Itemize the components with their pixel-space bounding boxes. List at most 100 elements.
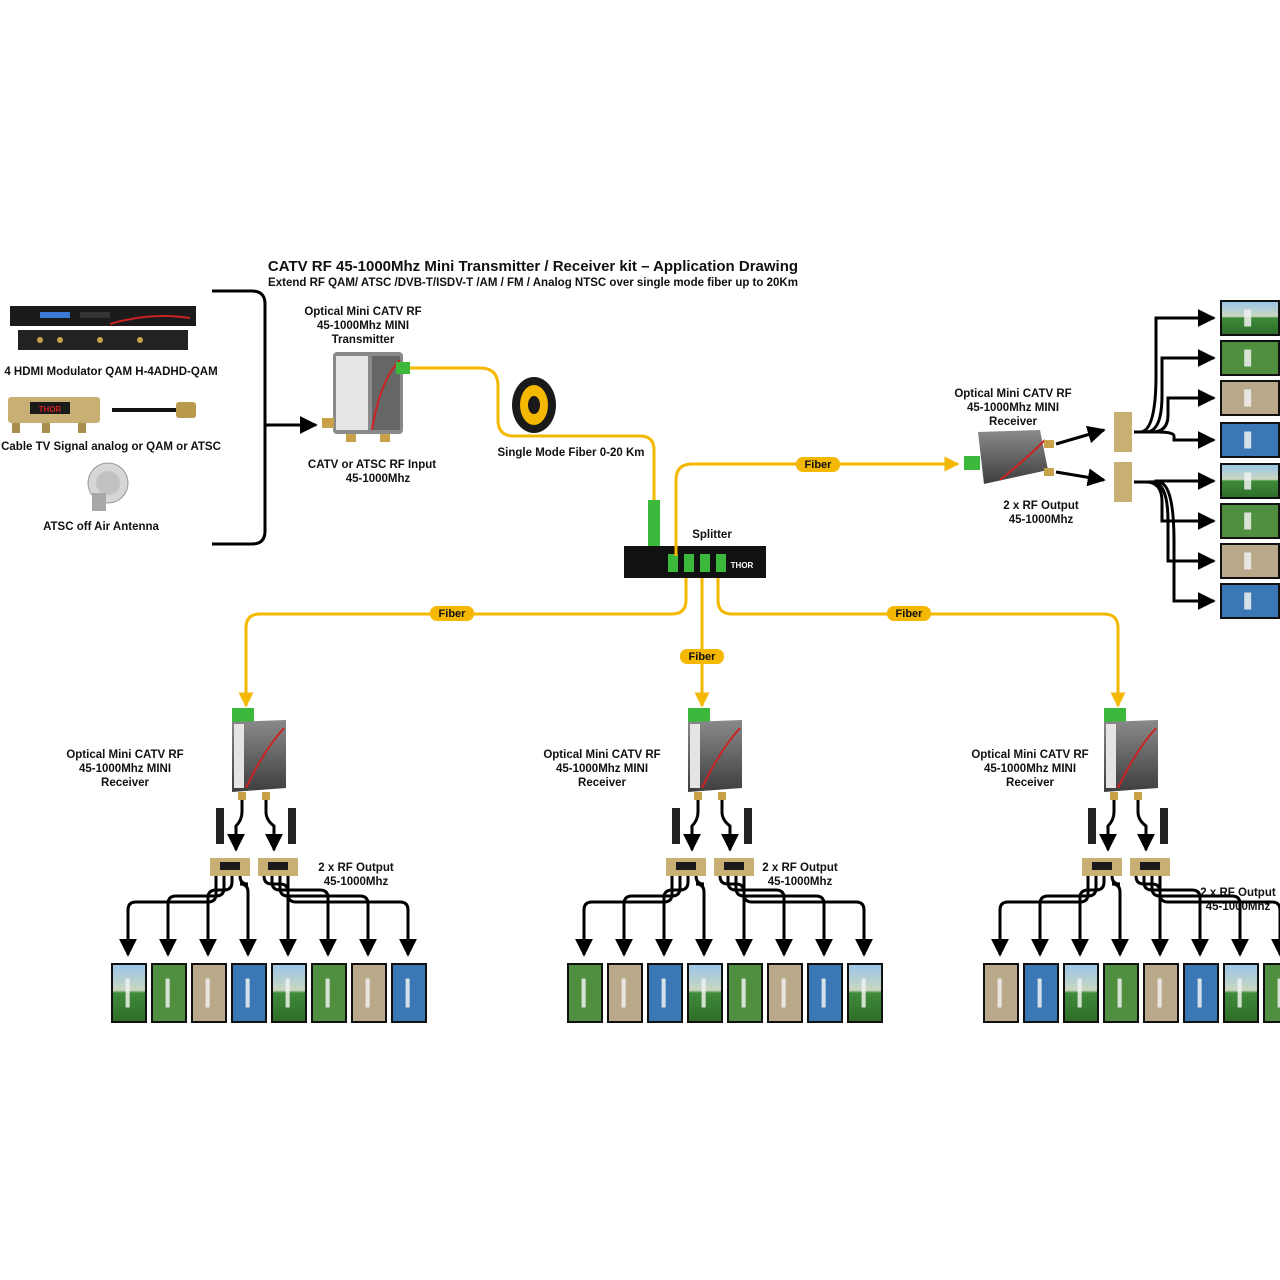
fiber-connector bbox=[648, 500, 660, 560]
tv-feed-arrow bbox=[199, 876, 234, 957]
tv-feed-arrow bbox=[655, 876, 690, 957]
antenna-label: ATSC off Air Antenna bbox=[43, 521, 159, 533]
receiver-clusters: Optical Mini CATV RF 45-1000Mhz MINI Recei… bbox=[66, 708, 1280, 1023]
tv-feed-arrow bbox=[1134, 430, 1216, 449]
tv-screen bbox=[847, 963, 883, 1023]
transmitter-device bbox=[322, 352, 410, 442]
tv-feed-arrow bbox=[694, 875, 713, 957]
tv-feed-arrow bbox=[991, 876, 1090, 957]
tv-screen bbox=[1220, 422, 1280, 458]
coax-connector-icon bbox=[216, 808, 224, 844]
tv-screen bbox=[567, 963, 603, 1023]
rf-output-label: 2 x RF Output bbox=[762, 862, 838, 874]
output-arrow bbox=[264, 800, 283, 852]
rf-output-label: 45-1000Mhz bbox=[768, 876, 833, 888]
tv-screen bbox=[271, 963, 307, 1023]
tv-screen bbox=[151, 963, 187, 1023]
fiber-spool-label: Single Mode Fiber 0-20 Km bbox=[498, 447, 645, 459]
tv-screen bbox=[1220, 300, 1280, 336]
receiver-label: Optical Mini CATV RF bbox=[66, 749, 183, 761]
receiver-label: 45-1000Mhz MINI bbox=[556, 763, 648, 775]
fiber-line-trunk bbox=[410, 366, 656, 552]
coax-connector-icon bbox=[672, 808, 680, 844]
svg-text:Fiber: Fiber bbox=[805, 459, 833, 471]
tv-screen bbox=[231, 963, 267, 1023]
fiber-line-right bbox=[716, 578, 1126, 708]
transmitter-label-3: Transmitter bbox=[332, 334, 395, 346]
coax-connector-icon bbox=[744, 808, 752, 844]
coax-connector-icon bbox=[288, 808, 296, 844]
receiver-device bbox=[1104, 708, 1158, 800]
tv-feed-arrow bbox=[1134, 389, 1216, 434]
tv-feed-arrow bbox=[286, 876, 417, 957]
cable-tv-label: Cable TV Signal analog or QAM or ATSC bbox=[1, 441, 221, 453]
tv-screen bbox=[191, 963, 227, 1023]
tv-feed-arrow bbox=[575, 876, 674, 957]
coax-cable-icon bbox=[112, 402, 196, 418]
receiver-label: Optical Mini CATV RF bbox=[543, 749, 660, 761]
antenna-icon bbox=[87, 462, 129, 511]
svg-text:Fiber: Fiber bbox=[439, 608, 467, 620]
tv-screen bbox=[311, 963, 347, 1023]
receiver-device bbox=[688, 708, 742, 800]
svg-text:Fiber: Fiber bbox=[896, 608, 924, 620]
receiver-label: 45-1000Mhz MINI bbox=[984, 763, 1076, 775]
fiber-badge: Fiber bbox=[430, 606, 474, 621]
receiver-label: 45-1000Mhz MINI bbox=[79, 763, 171, 775]
tv-screen bbox=[391, 963, 427, 1023]
rf-output-label: 45-1000Mhz bbox=[1206, 901, 1271, 913]
rf-output-label: 2 x RF Output bbox=[318, 862, 394, 874]
fiber-badge: Fiber bbox=[680, 649, 724, 664]
output-arrow bbox=[1055, 425, 1106, 446]
source-bracket bbox=[212, 289, 267, 546]
fiber-spool-icon bbox=[512, 377, 556, 433]
tv-screen bbox=[1023, 963, 1059, 1023]
fiber-badge: Fiber bbox=[887, 606, 931, 621]
tv-screen bbox=[807, 963, 843, 1023]
tv-screen bbox=[767, 963, 803, 1023]
hdmi-modulator bbox=[10, 306, 196, 350]
output-arrow bbox=[1099, 800, 1117, 852]
receiver-label: Receiver bbox=[1006, 777, 1054, 789]
tv-screen bbox=[647, 963, 683, 1023]
output-arrow bbox=[683, 800, 701, 852]
cable-splitter-device: THOR bbox=[8, 397, 100, 433]
rf-output-label: 45-1000Mhz bbox=[324, 876, 389, 888]
rf-splitter-icon bbox=[1114, 412, 1132, 452]
tv-feed-arrow bbox=[1134, 349, 1216, 434]
transmitter-label-1: Optical Mini CATV RF bbox=[304, 306, 421, 318]
tv-screen bbox=[1183, 963, 1219, 1023]
coax-connector-icon bbox=[1160, 808, 1168, 844]
tv-feed-arrow bbox=[1134, 309, 1216, 434]
receiver-tr-label-3: Receiver bbox=[989, 416, 1037, 428]
rf-input-label-2: 45-1000Mhz bbox=[346, 473, 411, 485]
rf-splitter-icon bbox=[1114, 462, 1132, 502]
tv-screen bbox=[1220, 463, 1280, 499]
receiver-cluster: Optical Mini CATV RF 45-1000Mhz MINI Recei… bbox=[543, 708, 883, 1023]
splitter-label: Splitter bbox=[692, 529, 732, 541]
receiver-label: Receiver bbox=[578, 777, 626, 789]
tv-screen bbox=[607, 963, 643, 1023]
output-arrow bbox=[720, 800, 739, 852]
tv-screen bbox=[1263, 963, 1280, 1023]
transmitter-label-2: 45-1000Mhz MINI bbox=[317, 320, 409, 332]
rf-output-tr-label-1: 2 x RF Output bbox=[1003, 500, 1079, 512]
output-arrow bbox=[1055, 468, 1106, 487]
fiber-line-top-right bbox=[674, 456, 960, 556]
splitter-brand: THOR bbox=[731, 561, 754, 570]
tv-screen bbox=[1063, 963, 1099, 1023]
tv-feed-arrow bbox=[742, 876, 873, 957]
tv-screen bbox=[1223, 963, 1259, 1023]
tv-screen bbox=[727, 963, 763, 1023]
modulator-label: 4 HDMI Modulator QAM H-4ADHD-QAM bbox=[4, 366, 217, 378]
receiver-device-top-right bbox=[964, 430, 1054, 484]
tv-feed-arrow bbox=[1134, 480, 1216, 610]
tv-screen bbox=[983, 963, 1019, 1023]
tv-screen bbox=[1103, 963, 1139, 1023]
tv-screen bbox=[1220, 380, 1280, 416]
output-arrow bbox=[227, 800, 245, 852]
tv-screen bbox=[1220, 543, 1280, 579]
